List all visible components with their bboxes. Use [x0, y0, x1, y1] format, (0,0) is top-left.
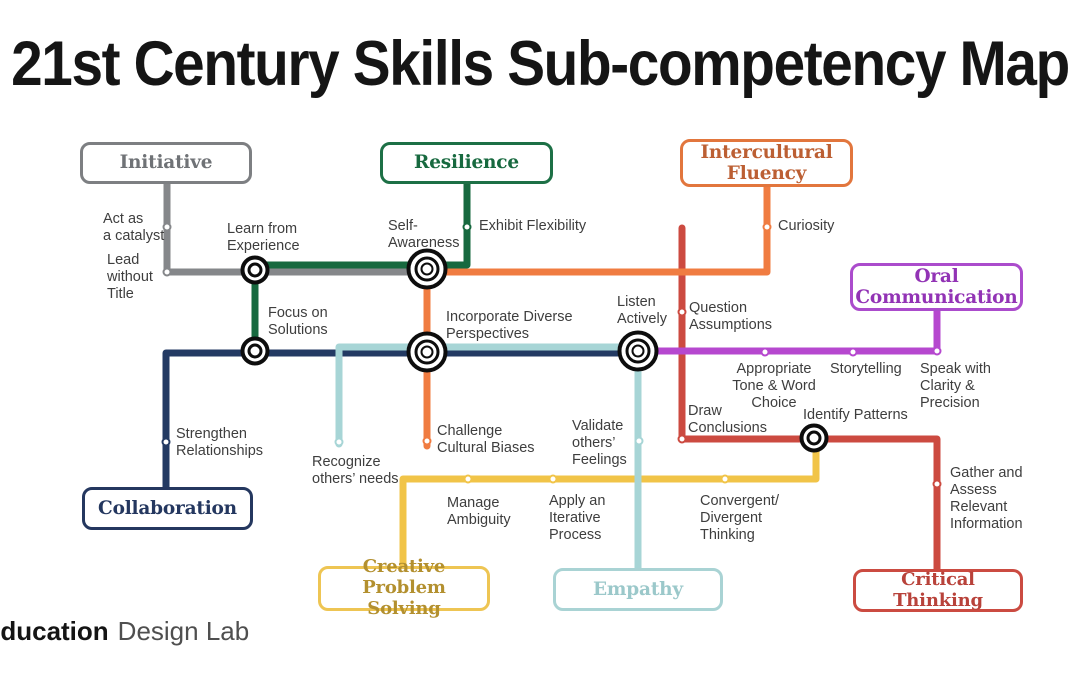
station-dot-storytelling [848, 347, 858, 357]
interchange-label-incorporate-diverse-perspectives: Incorporate Diverse Perspectives [446, 309, 573, 342]
interchange-core [631, 344, 645, 358]
interchange-ring [414, 339, 440, 365]
interchange-incorporate-diverse-perspectives [406, 331, 448, 373]
station-label-recognize-others-needs: Recognize others’ needs [312, 454, 399, 487]
interchange-core [247, 262, 263, 278]
station-dot-apply-an-iterative-process [548, 474, 558, 484]
station-label-gather-and-assess: Gather and Assess Relevant Information [950, 465, 1023, 532]
station-dot-convergent-divergent-thinking [720, 474, 730, 484]
interchange-label-listen-actively: Listen Actively [617, 294, 667, 327]
interchange-listen-actively [617, 330, 659, 372]
station-dot-draw-conclusions [677, 434, 687, 444]
interchange-identify-patterns [799, 423, 829, 453]
station-label-curiosity: Curiosity [778, 218, 835, 234]
logo-text-bold: Education [0, 616, 109, 646]
competency-box-collaboration: Collaboration [82, 487, 253, 530]
line-collaboration [162, 349, 642, 493]
station-dot-appropriate-tone [760, 347, 770, 357]
station-dot-recognize-others-needs [334, 437, 344, 447]
station-dot-manage-ambiguity [463, 474, 473, 484]
station-label-appropriate-tone: Appropriate Tone & Word Choice [732, 361, 816, 411]
station-label-storytelling: Storytelling [830, 361, 902, 377]
station-dot-strengthen-relationships [161, 437, 171, 447]
interchange-label-identify-patterns: Identify Patterns [803, 407, 908, 423]
station-dot-act-as-catalyst [162, 222, 172, 232]
station-label-lead-without-title: Lead without Title [107, 252, 153, 302]
competency-box-oral-communication: Oral Communication [850, 263, 1023, 311]
station-dot-challenge-cultural-biases [422, 436, 432, 446]
page-title: 21st Century Skills Sub-competency Map [11, 29, 1070, 99]
line-creative-problem-solving [399, 434, 820, 571]
interchange-label-learn-from-experience: Learn from Experience [227, 221, 300, 254]
station-label-apply-an-iterative-process: Apply an Iterative Process [549, 493, 606, 543]
competency-box-critical-thinking: Critical Thinking [853, 569, 1023, 612]
station-label-convergent-divergent-thinking: Convergent/ Divergent Thinking [700, 493, 779, 543]
interchange-self-awareness [406, 248, 448, 290]
interchange-focus-on-solutions [240, 336, 270, 366]
interchange-core [420, 262, 434, 276]
station-label-act-as-catalyst: Act as a catalyst [103, 211, 165, 244]
interchange-ring [625, 338, 651, 364]
interchange-label-focus-on-solutions: Focus on Solutions [268, 305, 328, 338]
interchange-label-self-awareness: Self- Awareness [388, 218, 460, 251]
interchange-ring [414, 256, 440, 282]
station-dot-validate-others-feelings [634, 436, 644, 446]
station-dot-lead-without-title [162, 267, 172, 277]
station-dot-speak-with-clarity [932, 346, 942, 356]
competency-box-empathy: Empathy [553, 568, 723, 611]
station-label-challenge-cultural-biases: Challenge Cultural Biases [437, 423, 535, 456]
education-design-lab-logo: Education Design Lab [0, 616, 249, 647]
station-dot-curiosity [762, 222, 772, 232]
line-empathy [335, 343, 642, 573]
interchange-core [420, 345, 434, 359]
station-label-draw-conclusions: Draw Conclusions [688, 403, 767, 436]
station-dot-gather-and-assess [932, 479, 942, 489]
station-label-speak-with-clarity: Speak with Clarity & Precision [920, 361, 991, 411]
competency-box-creative-problem-solving: Creative Problem Solving [318, 557, 490, 619]
station-label-strengthen-relationships: Strengthen Relationships [176, 426, 264, 459]
interchange-learn-from-experience [240, 255, 270, 285]
station-dot-question-assumptions [677, 307, 687, 317]
logo-text-light: Design Lab [117, 616, 250, 646]
station-label-question-assumptions: Question Assumptions [689, 300, 773, 333]
interchange-core [806, 430, 822, 446]
station-label-exhibit-flexibility: Exhibit Flexibility [479, 218, 587, 234]
station-label-manage-ambiguity: Manage Ambiguity [447, 495, 511, 528]
station-label-validate-others-feelings: Validate others’ Feelings [572, 418, 627, 468]
competency-box-intercultural-fluency: Intercultural Fluency [680, 139, 853, 187]
station-dot-exhibit-flexibility [462, 222, 472, 232]
interchange-core [247, 343, 263, 359]
competency-box-initiative: Initiative [80, 142, 252, 184]
competency-box-resilience: Resilience [380, 142, 553, 184]
